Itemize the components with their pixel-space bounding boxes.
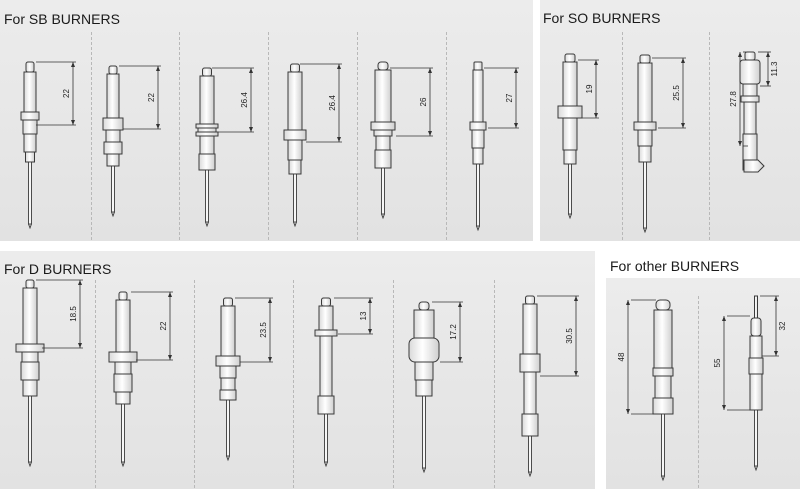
panel-sb-burners <box>0 0 533 241</box>
dimension-line: 23.5 <box>235 297 273 363</box>
dimension-label: 27 <box>505 93 514 102</box>
dimension-label: 19 <box>585 84 594 93</box>
dimension-line: 26.4 <box>300 63 342 143</box>
electrode-d-2 <box>108 291 138 468</box>
dimension-label: 17.2 <box>449 324 458 340</box>
electrode-other-1 <box>652 299 674 482</box>
dimension-label: 22 <box>159 321 168 330</box>
electrode-d-4 <box>314 297 338 468</box>
electrode-so-3 <box>739 51 765 173</box>
dimension-label: 26 <box>419 97 428 106</box>
separator <box>268 32 269 240</box>
electrode-sb-2 <box>102 65 124 218</box>
electrode-so-1 <box>557 53 583 220</box>
electrode-d-3 <box>215 297 241 462</box>
dimension-label: 48 <box>617 352 626 361</box>
panel-d-burners <box>0 251 595 489</box>
electrode-sb-1 <box>20 61 40 230</box>
separator <box>494 280 495 488</box>
dimension-label: 32 <box>778 321 787 330</box>
dimension-line: 18.5 <box>36 279 83 349</box>
dimension-line: 26.4 <box>212 67 254 133</box>
dimension-line: 55 <box>713 315 750 411</box>
dimension-label: 26.4 <box>240 92 249 108</box>
dimension-label: 22 <box>147 93 156 102</box>
dimension-line: 30.5 <box>537 295 579 377</box>
panel-title-d: For D BURNERS <box>4 261 112 277</box>
electrode-so-2 <box>633 54 657 234</box>
dimension-label: 22 <box>62 89 71 98</box>
separator <box>179 32 180 240</box>
dimension-label: 55 <box>713 358 722 367</box>
dimension-line: 48 <box>617 299 656 415</box>
dimension-label: 30.5 <box>565 328 574 344</box>
dimension-line: 22 <box>119 65 161 130</box>
dimension-label: 11.3 <box>770 61 779 77</box>
electrode-d-1 <box>15 279 45 468</box>
electrode-sb-6 <box>469 61 487 232</box>
separator <box>194 280 195 488</box>
panel-title-sb: For SB BURNERS <box>4 11 120 27</box>
dimension-line: 13 <box>334 297 373 335</box>
dimension-line: 22 <box>131 291 173 361</box>
electrode-d-6 <box>519 295 541 478</box>
dimension-line: 32 <box>760 295 787 357</box>
dimension-line: 11.3 <box>758 51 779 87</box>
separator <box>698 296 699 488</box>
separator <box>293 280 294 488</box>
dimension-line: 25.5 <box>652 57 686 129</box>
dimension-line: 22 <box>36 61 76 126</box>
dimension-label: 13 <box>359 311 368 320</box>
separator <box>709 32 710 240</box>
panel-other-burners <box>606 278 800 489</box>
separator <box>91 32 92 240</box>
electrode-sb-5 <box>370 61 396 220</box>
separator <box>357 32 358 240</box>
separator <box>95 280 96 488</box>
dimension-line: 27.8 <box>729 51 748 147</box>
panel-title-so: For SO BURNERS <box>543 10 661 26</box>
electrode-sb-3 <box>195 67 219 228</box>
separator <box>446 32 447 240</box>
dimension-line: 19 <box>578 59 599 119</box>
separator <box>393 280 394 488</box>
dimension-line: 26 <box>390 67 433 137</box>
dimension-label: 26.4 <box>328 95 337 111</box>
panel-so-burners <box>540 0 800 241</box>
electrode-d-5 <box>408 301 440 474</box>
dimension-line: 17.2 <box>432 301 463 363</box>
dimension-label: 23.5 <box>259 322 268 338</box>
electrode-other-2 <box>748 295 764 472</box>
separator <box>622 32 623 240</box>
dimension-label: 27.8 <box>729 91 738 107</box>
panel-title-other: For other BURNERS <box>610 258 740 274</box>
dimension-line: 27 <box>484 67 519 129</box>
electrode-sb-4 <box>283 63 307 228</box>
dimension-label: 25.5 <box>672 85 681 101</box>
dimension-label: 18.5 <box>69 306 78 322</box>
